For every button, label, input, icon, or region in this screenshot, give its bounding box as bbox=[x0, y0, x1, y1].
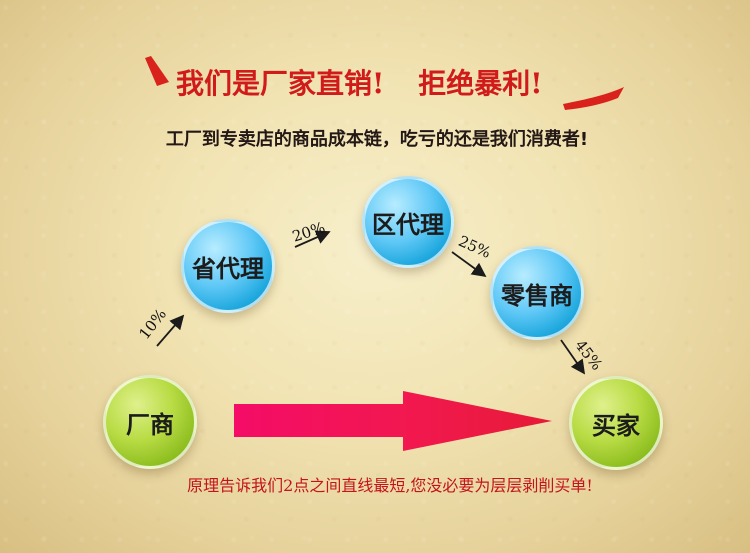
big-red-arrow bbox=[234, 391, 552, 451]
bottom-message: 原理告诉我们2点之间直线最短,您没必要为层层剥削买单! bbox=[187, 476, 593, 495]
node-retailer: 零售商 bbox=[490, 246, 584, 340]
title-part-1: 我们是厂家直销! bbox=[176, 67, 385, 100]
node-provincial-agent: 省代理 bbox=[181, 219, 275, 313]
arrow-retailer-to-buyer bbox=[560, 339, 586, 375]
main-title: 我们是厂家直销! 拒绝暴利! bbox=[176, 62, 596, 106]
title-right-swoosh bbox=[563, 87, 624, 110]
node-buyer-label: 买家 bbox=[592, 411, 640, 440]
node-factory-label: 厂商 bbox=[126, 410, 174, 439]
arrow-district-to-retailer bbox=[451, 251, 487, 278]
arrow-provincial-to-district bbox=[294, 230, 331, 248]
node-retailer-label: 零售商 bbox=[501, 281, 573, 310]
title-left-slash bbox=[145, 56, 169, 86]
subtitle: 工厂到专卖店的商品成本链，吃亏的还是我们消费者! bbox=[165, 129, 589, 150]
node-district-agent: 区代理 bbox=[362, 176, 454, 268]
node-factory: 厂商 bbox=[103, 375, 197, 469]
node-district-agent-label: 区代理 bbox=[372, 210, 444, 239]
node-buyer: 买家 bbox=[569, 376, 663, 470]
title-part-2: 拒绝暴利! bbox=[418, 67, 543, 100]
arrow-factory-to-provincial bbox=[156, 314, 185, 347]
node-provincial-agent-label: 省代理 bbox=[192, 254, 264, 283]
